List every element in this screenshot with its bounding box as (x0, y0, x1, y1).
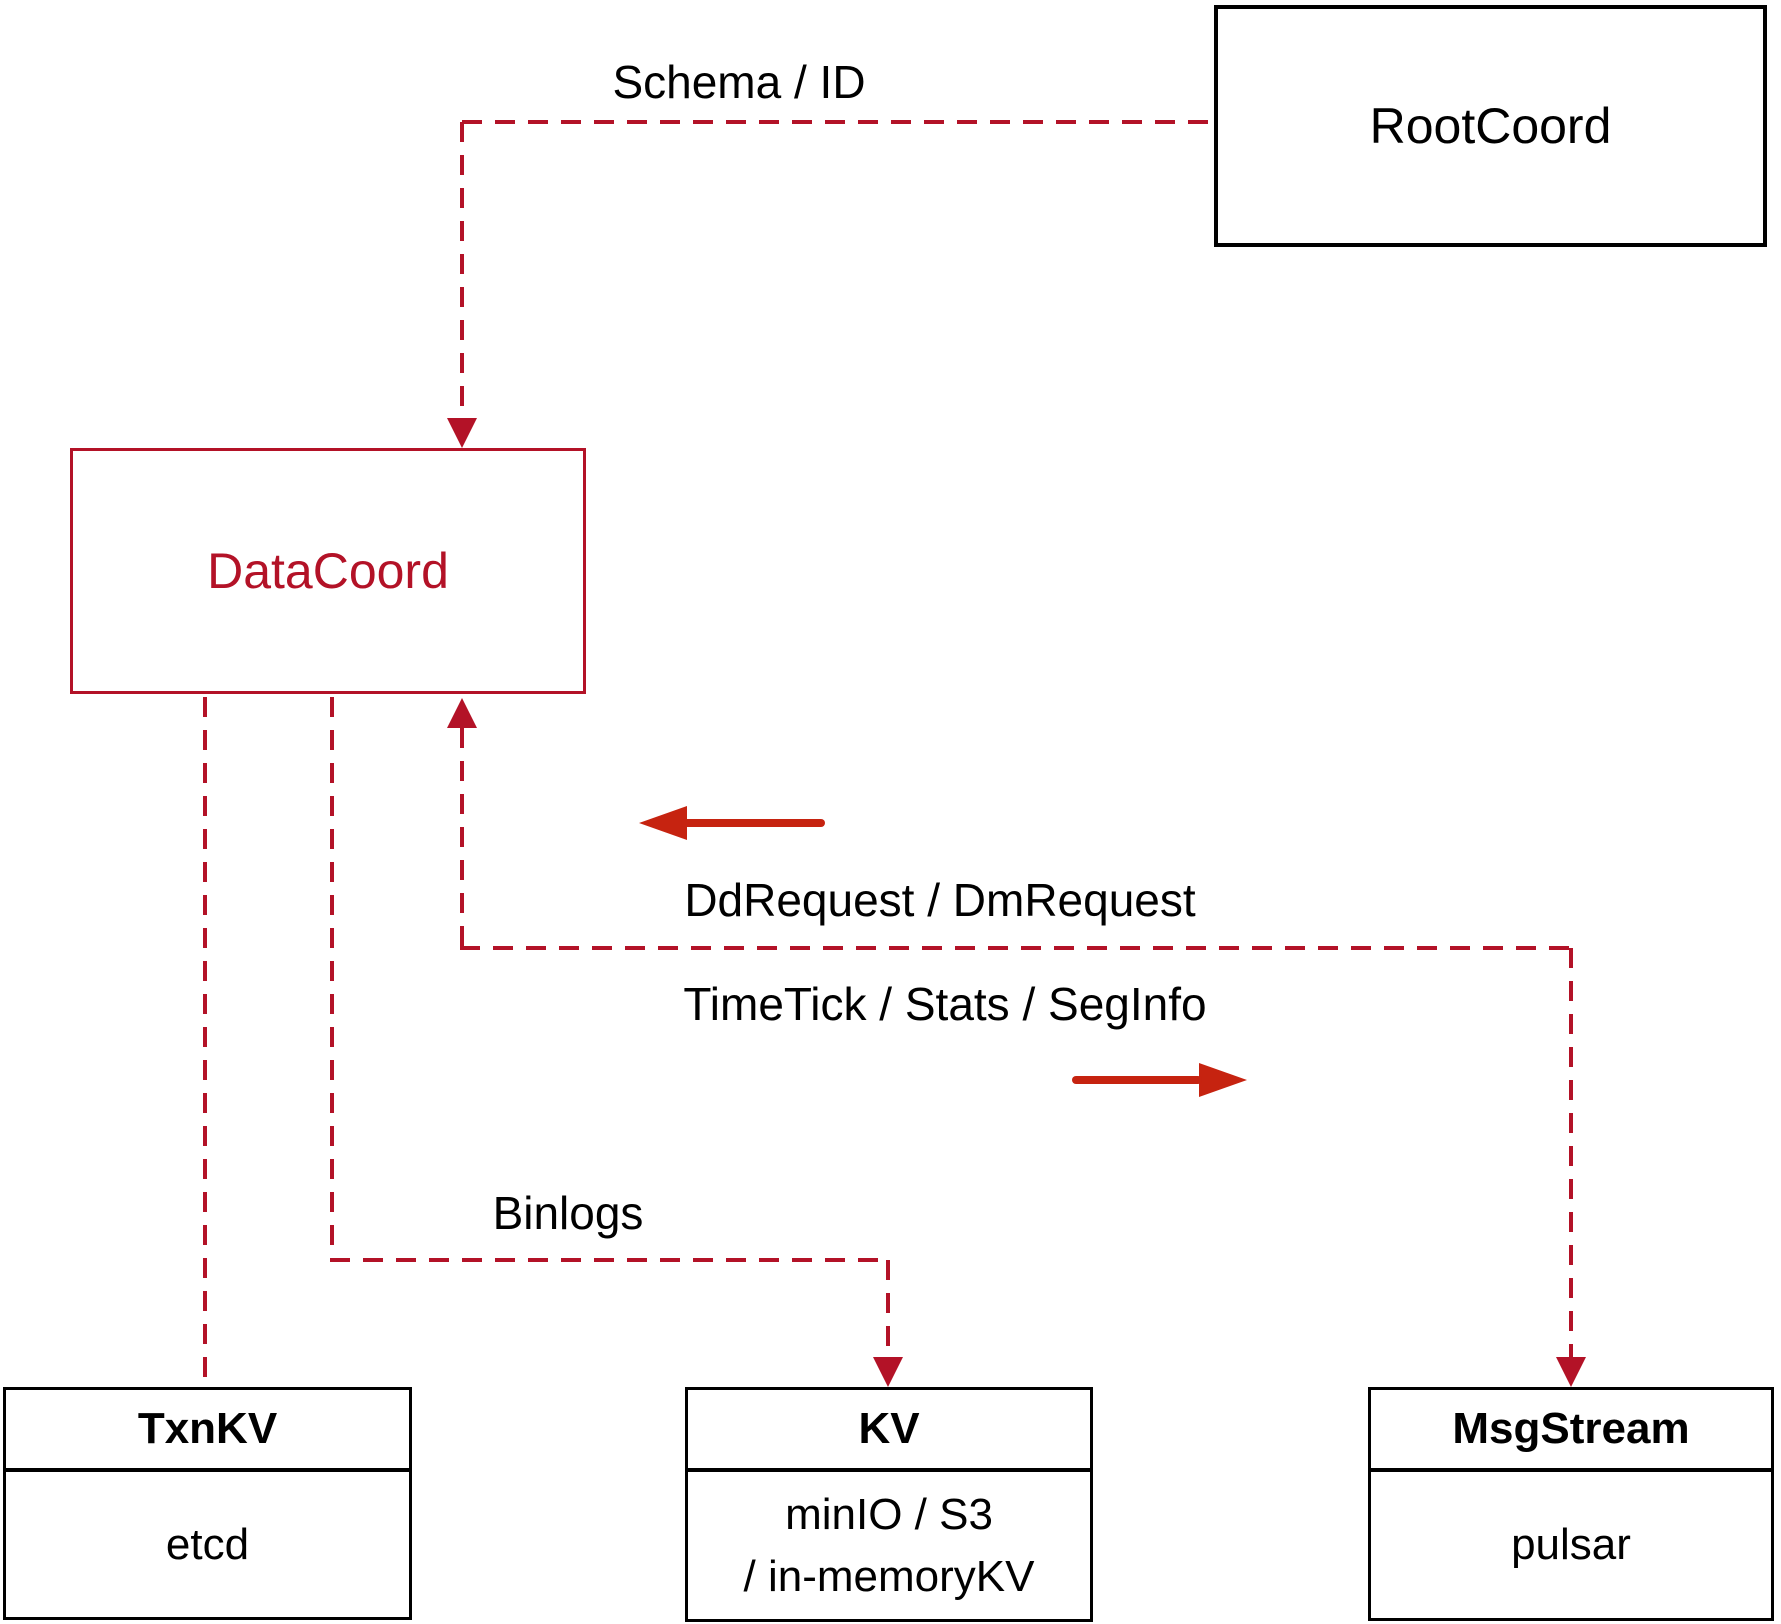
node-datacoord: DataCoord (70, 448, 586, 694)
flow-arrow-left-icon (639, 806, 825, 840)
arrowhead-down-icon (1556, 1357, 1586, 1387)
edge-label-timetick-stats-seginfo: TimeTick / Stats / SegInfo (683, 978, 1207, 1030)
flow-arrow-left-head (639, 806, 687, 840)
arrowhead-up-icon (447, 698, 477, 728)
node-kv-body-line2: / in-memoryKV (743, 1551, 1035, 1601)
node-msgstream-body: pulsar (1511, 1520, 1631, 1570)
node-datacoord-label: DataCoord (207, 543, 449, 599)
arrowhead-down-icon (873, 1357, 903, 1387)
arrowhead-down-icon (447, 418, 477, 448)
node-txnkv: TxnKV etcd (3, 1387, 412, 1620)
node-rootcoord: RootCoord (1214, 5, 1767, 247)
node-kv-body: minIO / S3 / in-memoryKV (688, 1472, 1090, 1619)
node-kv-body-line1: minIO / S3 (785, 1489, 993, 1539)
edge-datacoord-msgstream-vertical-2 (1569, 948, 1573, 1359)
edge-label-ddrequest-dmrequest: DdRequest / DmRequest (684, 874, 1196, 926)
edge-datacoord-kv-vertical-2 (886, 1260, 890, 1359)
edge-rootcoord-datacoord-horizontal (462, 120, 1214, 124)
node-txnkv-title: TxnKV (6, 1390, 409, 1472)
edge-datacoord-txnkv (203, 697, 207, 1387)
edge-label-binlogs: Binlogs (492, 1187, 644, 1239)
node-txnkv-body: etcd (165, 1519, 250, 1569)
flow-arrow-right-shaft (1072, 1076, 1202, 1084)
edge-datacoord-msgstream-horizontal (460, 946, 1573, 950)
edge-datacoord-kv-vertical-1 (330, 697, 334, 1260)
edge-datacoord-kv-horizontal (330, 1258, 889, 1262)
node-msgstream-title: MsgStream (1371, 1390, 1771, 1472)
flow-arrow-right-head (1199, 1063, 1247, 1097)
node-kv-title: KV (688, 1390, 1090, 1472)
flow-arrow-left-shaft (681, 819, 825, 827)
node-rootcoord-label: RootCoord (1369, 98, 1612, 154)
edge-label-schema-id: Schema / ID (612, 56, 866, 108)
node-kv: KV minIO / S3 / in-memoryKV (685, 1387, 1093, 1622)
node-msgstream: MsgStream pulsar (1368, 1387, 1774, 1621)
edge-rootcoord-datacoord-vertical (460, 122, 464, 418)
edge-datacoord-msgstream-vertical-1 (460, 728, 464, 948)
flow-arrow-right-icon (1072, 1063, 1247, 1097)
